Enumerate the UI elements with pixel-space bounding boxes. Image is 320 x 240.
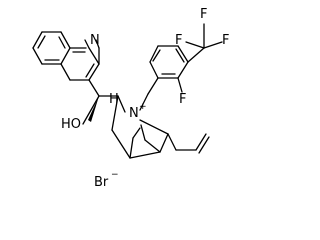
bromide-label: Br — [94, 175, 109, 190]
quinoline-nitrogen-label: N — [90, 33, 100, 48]
bromide-charge-label: − — [111, 170, 119, 180]
cf3-fluorine-right-label: F — [222, 33, 229, 48]
hydroxyl-label: HO — [61, 117, 81, 132]
fluoro-label: F — [179, 92, 186, 107]
cf3-fluorine-left-label: F — [175, 33, 182, 48]
trifluoromethyl-group — [185, 23, 223, 63]
quinuclidine-cage — [111, 95, 169, 159]
structure-canvas: N HO H N + F F F F Br − — [32, 7, 229, 190]
chemical-structure: N HO H N + F F F F Br − — [32, 7, 229, 190]
carbinol-linker — [82, 79, 119, 125]
quinoline-ring — [32, 31, 100, 81]
stereo-hydrogen-label: H — [109, 92, 119, 107]
ammonium-charge-label: + — [139, 102, 147, 112]
vinyl-group — [167, 133, 210, 154]
cf3-fluorine-top-label: F — [200, 7, 207, 22]
benzyl-group — [139, 45, 189, 111]
fluoro-bond — [177, 77, 183, 93]
hydroxyl-wedge — [88, 96, 99, 122]
ammonium-nitrogen-label: N — [129, 106, 139, 121]
